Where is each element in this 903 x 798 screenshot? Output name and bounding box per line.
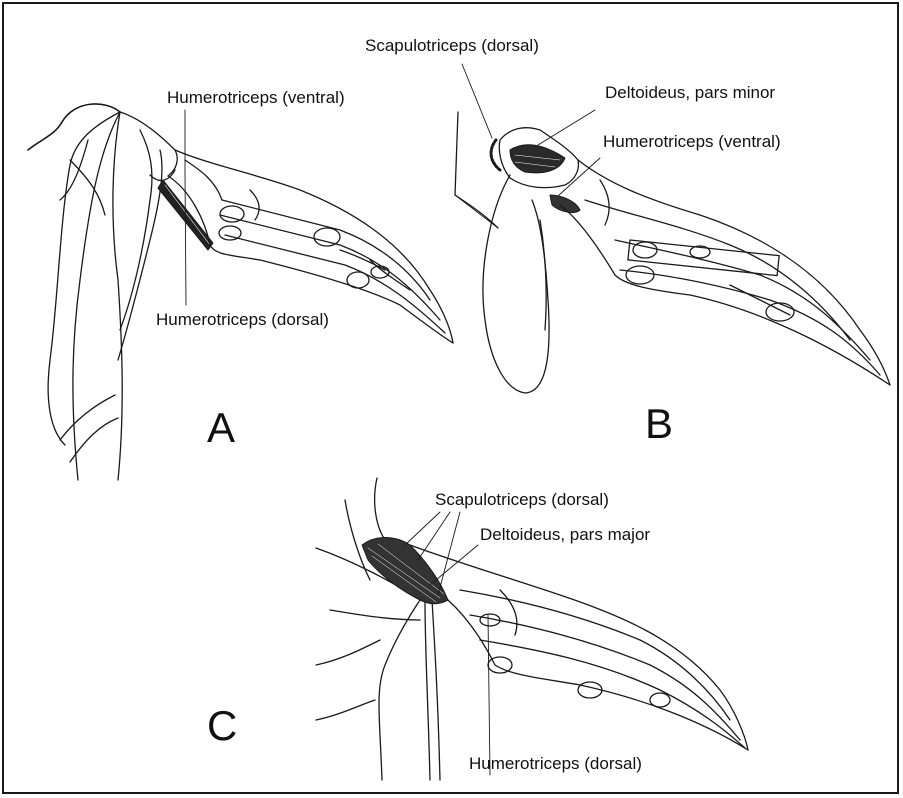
panel-letter-a: A: [207, 407, 235, 449]
label-a-humerotriceps-dorsal: Humerotriceps (dorsal): [156, 311, 329, 328]
label-b-humerotriceps-ventral: Humerotriceps (ventral): [603, 133, 781, 150]
label-b-scapulotriceps-dorsal: Scapulotriceps (dorsal): [365, 37, 539, 54]
label-c-deltoideus-pars-major: Deltoideus, pars major: [480, 526, 650, 543]
panel-letter-b: B: [645, 403, 673, 445]
drawing-panel-c: [316, 478, 748, 780]
drawing-panel-a: [28, 104, 453, 480]
drawing-panel-b: [455, 112, 890, 393]
panel-letter-c: C: [207, 705, 237, 747]
label-c-scapulotriceps-dorsal: Scapulotriceps (dorsal): [435, 491, 609, 508]
label-b-deltoideus-pars-minor: Deltoideus, pars minor: [605, 84, 775, 101]
label-a-humerotriceps-ventral: Humerotriceps (ventral): [167, 89, 345, 106]
label-c-humerotriceps-dorsal: Humerotriceps (dorsal): [469, 755, 642, 772]
